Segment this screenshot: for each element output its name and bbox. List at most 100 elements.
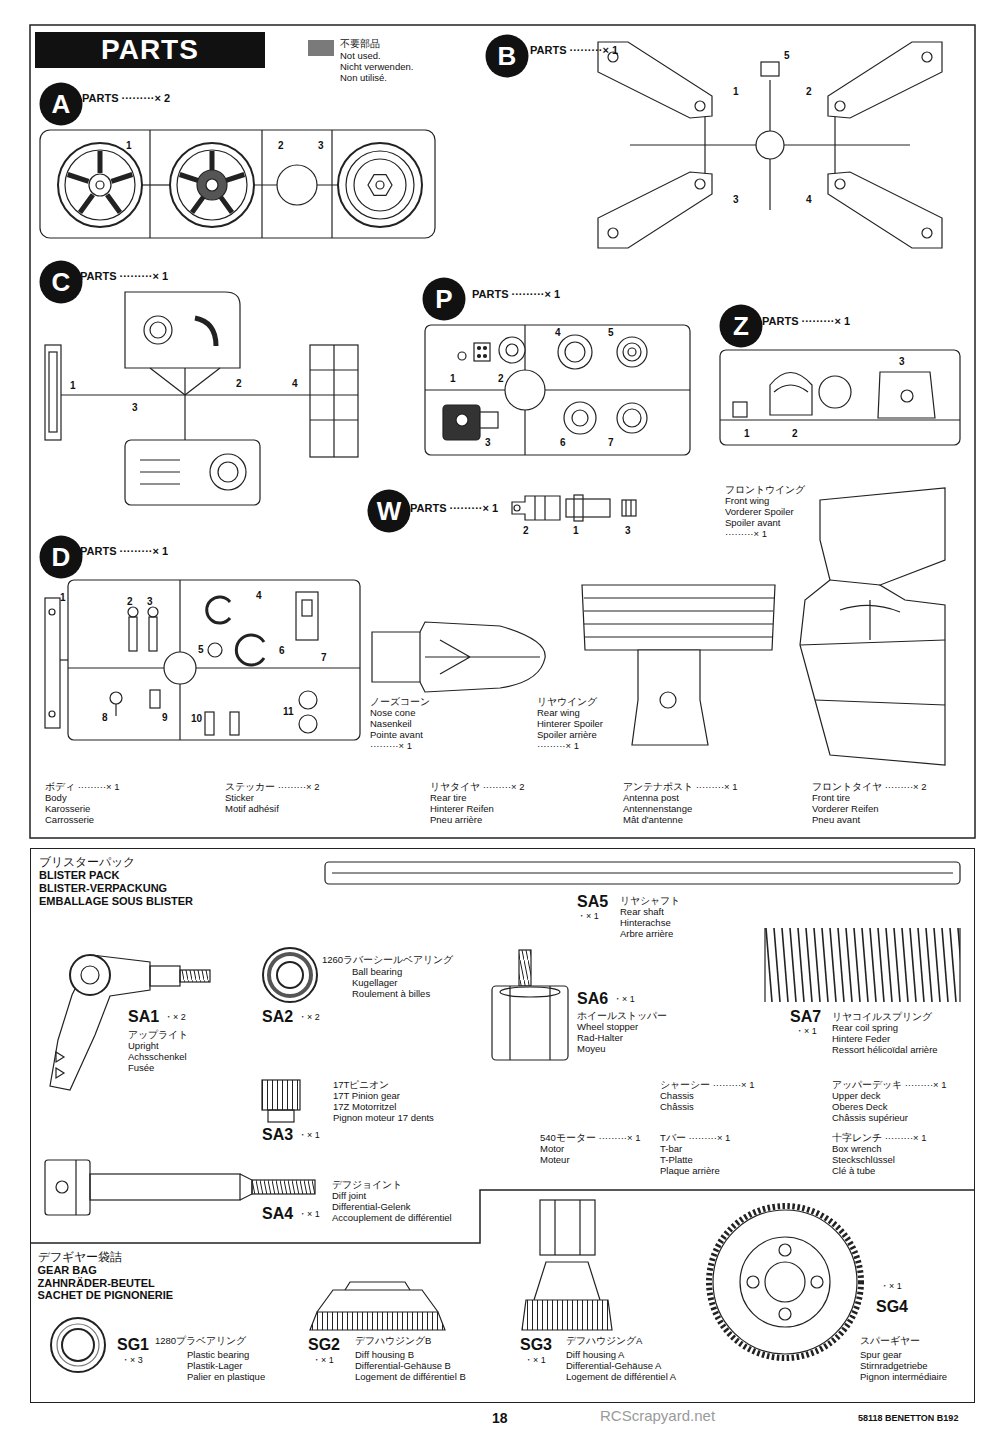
part-caption: アップライト	[128, 1030, 188, 1040]
parts-letter: B	[485, 34, 529, 78]
d-sprue	[68, 667, 360, 668]
p-sprue	[506, 344, 518, 356]
part-caption: ·········× 1	[537, 741, 579, 751]
nose-cone	[420, 632, 540, 682]
suspension-arm-sprue	[835, 101, 845, 111]
part-caption: Wheel stopper	[577, 1022, 638, 1032]
part-caption: Pignon intermédiaire	[860, 1372, 947, 1382]
part-caption: ボディ ·········× 1	[45, 782, 120, 792]
part-caption: Motor	[540, 1144, 564, 1154]
parts-letter: A	[39, 82, 83, 126]
wheel-sprue	[261, 130, 262, 238]
shock-parts	[574, 495, 583, 521]
part-count: ・× 2	[298, 1013, 320, 1023]
part-caption: Logement de différentiel A	[566, 1372, 676, 1382]
spur-gear	[779, 1308, 791, 1320]
callout-number: 1	[70, 380, 76, 391]
part-caption: Arbre arrière	[620, 929, 673, 939]
callout-number: 2	[806, 86, 812, 97]
part-count: ・× 1	[613, 995, 635, 1005]
p-sprue	[505, 370, 545, 410]
callout-number: 1	[744, 428, 750, 439]
coil-spring	[765, 928, 960, 1002]
front-wing	[800, 580, 945, 705]
plastic-bearing	[51, 1318, 105, 1372]
spur-gear	[709, 1206, 861, 1358]
pinion-gear	[268, 1110, 294, 1122]
part-caption: Rad-Halter	[577, 1033, 623, 1043]
d-sprue	[299, 691, 317, 709]
part-caption: ステッカー ·········× 2	[225, 782, 320, 792]
z-sprue	[720, 350, 960, 445]
d-sprue	[60, 659, 68, 660]
shock-parts	[535, 496, 545, 520]
suspension-arm-sprue	[704, 116, 705, 174]
sprue-count: PARTS ·········× 2	[82, 92, 170, 104]
part-caption: Hinterer Reifen	[430, 804, 494, 814]
d-sprue	[49, 711, 55, 717]
parts-letter: C	[39, 260, 83, 304]
d-sprue	[115, 704, 116, 716]
wheel-sprue	[354, 159, 406, 211]
d-sprue	[302, 600, 312, 616]
part-caption: Palier en plastique	[187, 1372, 265, 1382]
gearbox-sprue	[45, 292, 358, 505]
gearbox-sprue	[125, 292, 240, 368]
part-caption: デフジョイント	[332, 1180, 402, 1190]
d-sprue	[45, 580, 360, 740]
d-sprue	[150, 690, 160, 708]
wheel-sprue	[368, 175, 392, 196]
p-sprue	[484, 347, 487, 350]
p-sprue	[623, 343, 641, 361]
sprue-count: PARTS ·········× 1	[80, 270, 168, 282]
p-sprue	[572, 410, 588, 426]
ball-bearing	[269, 954, 311, 996]
part-caption: T-Platte	[660, 1155, 693, 1165]
parts-letter-badge: W	[367, 489, 411, 533]
part-caption: Achsschenkel	[128, 1052, 187, 1062]
wheel-sprue	[338, 143, 422, 227]
z-sprue	[720, 419, 960, 420]
part-caption: Diff joint	[332, 1191, 366, 1201]
callout-number: 5	[784, 50, 790, 61]
callout-number: 7	[321, 652, 327, 663]
wheel-stopper	[492, 986, 568, 1060]
part-caption: T-bar	[660, 1144, 682, 1154]
part-caption: Fusée	[128, 1063, 154, 1073]
upright	[70, 955, 110, 995]
callout-number: 9	[162, 712, 168, 723]
part-caption: 540モーター ·········× 1	[540, 1133, 640, 1143]
wheel-stopper	[500, 987, 560, 997]
gearbox-sprue	[218, 462, 238, 482]
p-sprue	[564, 402, 596, 434]
legend-swatch	[308, 40, 334, 56]
part-caption: Motif adhésif	[225, 804, 279, 814]
title-bar	[35, 32, 265, 68]
plastic-bearing	[62, 1329, 94, 1361]
suspension-arm-sprue	[598, 42, 942, 248]
part-caption: Steckschlüssel	[832, 1155, 895, 1165]
part-caption: リヤシャフト	[620, 896, 680, 906]
panel-heading-translation: ZAHNRÄDER-BEUTEL	[38, 1277, 174, 1290]
sprue-count: PARTS ·········× 1	[472, 288, 560, 300]
part-caption: Plastik-Lager	[187, 1361, 242, 1371]
coil-spring	[765, 928, 960, 1002]
part-code: SG3	[520, 1336, 552, 1354]
d-sprue	[299, 715, 317, 733]
gearbox-sprue	[210, 454, 246, 490]
part-caption: シャーシー ·········× 1	[660, 1080, 755, 1090]
wheel-sprue	[346, 151, 414, 219]
part-count: ・× 1	[298, 1131, 320, 1141]
callout-number: 2	[127, 596, 133, 607]
sprue-count: PARTS ·········× 1	[410, 502, 498, 514]
upright	[180, 970, 210, 982]
callout-number: 3	[733, 194, 739, 205]
part-caption: Nose cone	[370, 708, 415, 718]
page-number: 18	[492, 1411, 508, 1426]
part-caption: Rear wing	[537, 708, 580, 718]
callout-number: 8	[102, 712, 108, 723]
z-sprue	[770, 373, 812, 416]
diff-housing-a	[540, 1200, 595, 1255]
p-sprue	[456, 414, 468, 426]
